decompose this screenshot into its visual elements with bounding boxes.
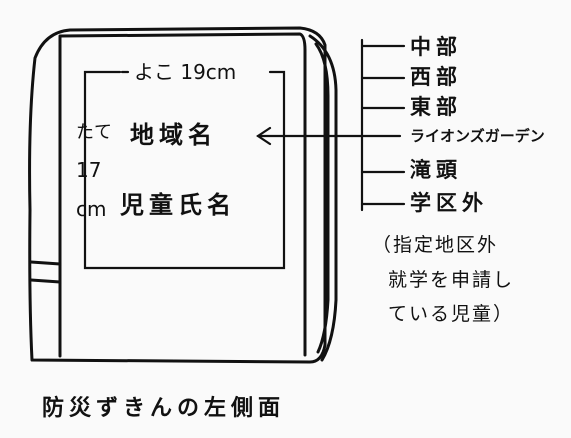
dimension-bracket	[83, 70, 286, 270]
hood-right-fold	[308, 34, 338, 362]
note-line-2: 就学を申請し	[388, 269, 515, 291]
note-line-3: ている児童）	[388, 303, 515, 325]
height-dimension-label-line-3: cm	[76, 197, 107, 221]
category-label-lions-garden: ライオンズガーデン	[410, 127, 545, 145]
height-dimension-label-line-2: 17	[76, 158, 102, 182]
arrowhead	[256, 126, 272, 146]
hood-outline	[28, 26, 327, 364]
child-name-field: 児童氏名	[120, 191, 236, 219]
hood-fold-stripe-2	[29, 278, 62, 284]
category-label-takigashira: 滝頭	[410, 158, 462, 182]
category-label-chubu: 中部	[410, 35, 462, 59]
width-dimension-label: よこ 19cm	[130, 62, 241, 82]
region-name-field: 地域名	[130, 121, 217, 149]
diagram-caption: 防災ずきんの左側面	[42, 396, 286, 421]
category-label-tobu: 東部	[410, 95, 462, 119]
hood-inner-panel	[58, 32, 307, 358]
note-line-1: （指定地区外	[372, 234, 499, 256]
hood-fold-stripe-1	[29, 260, 62, 266]
hood-right-fold-inner	[314, 42, 330, 354]
height-dimension-label-line-1: たて	[76, 122, 112, 143]
category-label-seibu: 西部	[410, 65, 462, 89]
category-label-out-of-district: 学区外	[410, 191, 488, 215]
